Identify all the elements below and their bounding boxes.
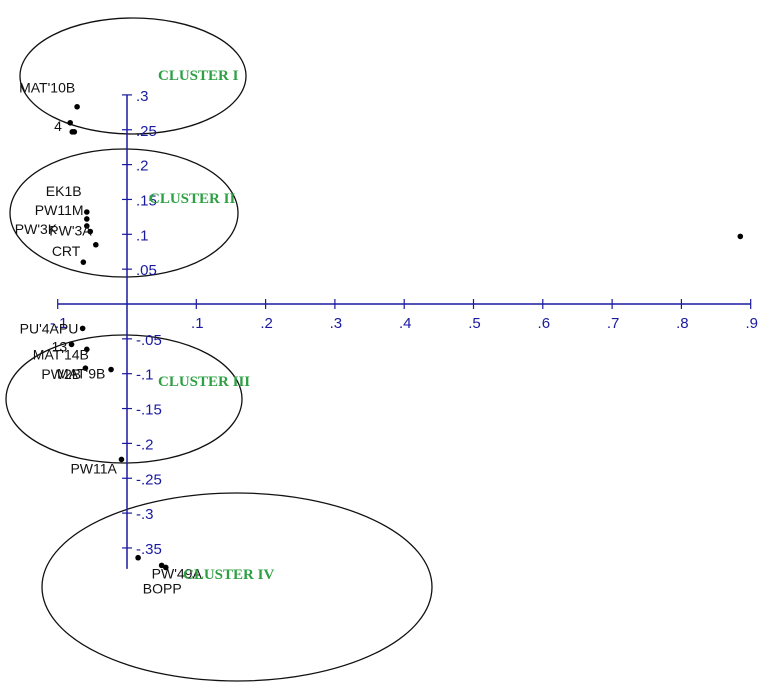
- data-point: [108, 366, 114, 373]
- y-tick-label: -.2: [136, 436, 154, 453]
- cluster-ii-label: CLUSTER II: [149, 191, 235, 207]
- x-tick-label: .2: [260, 315, 273, 332]
- cluster-i-ellipse: [19, 17, 247, 135]
- x-tick-label: .5: [468, 315, 481, 332]
- data-point: [82, 365, 89, 371]
- data-point: [71, 129, 78, 135]
- y-tick-label: .15: [136, 192, 157, 209]
- point-label: 4: [54, 118, 62, 134]
- x-tick-label: .1: [191, 315, 204, 332]
- data-point: [84, 223, 90, 229]
- x-tick-label: .8: [676, 315, 689, 332]
- data-point: [118, 456, 125, 463]
- data-point: [84, 346, 90, 353]
- data-point: [737, 233, 744, 240]
- y-tick-label: -.05: [136, 332, 162, 349]
- point-label: PU'4APU: [20, 320, 79, 336]
- y-tick-label: -.15: [136, 402, 162, 419]
- data-point: [93, 241, 99, 248]
- y-tick-label: -.1: [136, 367, 154, 384]
- point-label: MAT'14B: [33, 346, 89, 362]
- point-label: PW11A: [70, 460, 117, 476]
- y-tick-label: -.35: [136, 541, 162, 558]
- point-label: PW2B: [41, 366, 81, 382]
- cluster-iii-label: CLUSTER III: [158, 374, 250, 390]
- x-tick-label: .7: [607, 315, 620, 332]
- point-label: MAT'10B: [19, 80, 75, 96]
- axes: -.1 .1 .2 .3 .4 .5 .6 .7 .8 .9 .3 .25 .2 .15 .1 .05 -.05…: [50, 88, 758, 569]
- y-tick-label: .1: [136, 227, 149, 244]
- x-tick-label: .9: [745, 315, 758, 332]
- data-point: [68, 341, 75, 348]
- data-point: [84, 216, 90, 222]
- data-points: MAT'10B4EK1BPW11MPW'3KPW'3ACRTPU'4APU13M…: [15, 80, 744, 596]
- cluster-iv-label: CLUSTER IV: [183, 567, 274, 583]
- point-label: MAT'9B: [57, 366, 105, 382]
- point-label: 13: [52, 338, 68, 354]
- data-point: [135, 554, 141, 561]
- data-point: [84, 209, 90, 215]
- cluster-iv-ellipse: [41, 492, 433, 682]
- x-tick-label: -.1: [50, 315, 68, 332]
- point-label: BOPP: [143, 580, 182, 596]
- x-tick-label: .6: [538, 315, 551, 332]
- cluster-ii-ellipse: [9, 148, 239, 278]
- point-label: PW'3K: [15, 221, 58, 237]
- point-label: PW11M: [35, 202, 84, 218]
- data-point: [87, 228, 94, 235]
- data-point: [74, 103, 80, 110]
- data-point: [67, 119, 73, 126]
- data-point: [80, 259, 87, 265]
- data-point: [158, 562, 165, 569]
- y-tick-label: .3: [136, 88, 149, 105]
- x-tick-label: .3: [330, 315, 343, 332]
- point-label: PW'3A: [49, 223, 92, 239]
- data-point: [163, 564, 169, 571]
- data-point: [79, 325, 86, 332]
- cluster-i-label: CLUSTER I: [158, 68, 239, 84]
- y-tick-label: .05: [136, 262, 157, 279]
- x-tick-label: .4: [399, 315, 412, 332]
- y-tick-label: .2: [136, 158, 149, 175]
- y-tick-label: -.3: [136, 506, 154, 523]
- cluster-iii-ellipse: [5, 334, 243, 464]
- y-tick-label: -.25: [136, 471, 162, 488]
- point-label: EK1B: [46, 183, 82, 199]
- y-tick-label: .25: [136, 123, 157, 140]
- point-label: CRT: [52, 243, 81, 259]
